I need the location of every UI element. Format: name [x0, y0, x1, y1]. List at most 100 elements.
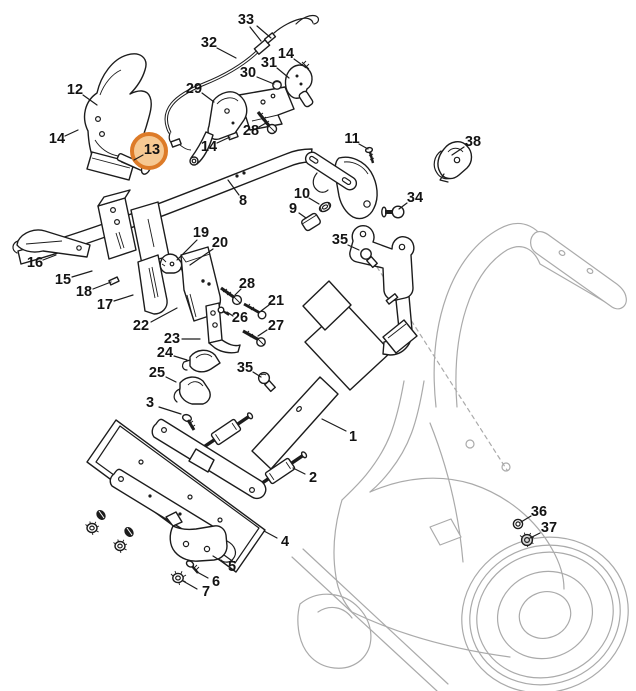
part-label-3[interactable]: 3	[146, 395, 182, 415]
highlight-circle	[130, 132, 168, 170]
part-number: 4	[281, 534, 289, 550]
part-label-27[interactable]: 27	[257, 318, 284, 337]
part-label-22[interactable]: 22	[133, 307, 178, 334]
part-label-25[interactable]: 25	[149, 365, 177, 383]
part-number: 37	[541, 520, 557, 536]
part-label-24[interactable]: 24	[157, 345, 188, 361]
part-label-14[interactable]: 14	[201, 136, 231, 155]
part-number: 28	[243, 123, 259, 139]
part-number: 26	[232, 310, 248, 326]
leader-line	[113, 294, 134, 302]
part-label-1[interactable]: 1	[321, 418, 357, 445]
leader-line	[451, 146, 465, 156]
part-28-bolt-lower	[220, 286, 243, 306]
part-label-36[interactable]: 36	[520, 504, 547, 523]
part-label-17[interactable]: 17	[97, 294, 134, 313]
leader-line	[212, 555, 225, 564]
part-label-35[interactable]: 35	[332, 232, 360, 251]
part-label-18[interactable]: 18	[76, 281, 112, 300]
leader-line	[182, 580, 198, 590]
part-label-37[interactable]: 37	[529, 520, 557, 539]
part-number: 3	[146, 395, 154, 411]
leader-line	[298, 212, 307, 219]
part-label-28[interactable]: 28	[243, 122, 267, 139]
leader-line	[358, 143, 369, 150]
part-label-34[interactable]: 34	[398, 190, 423, 210]
leader-line	[201, 92, 215, 103]
leader-line	[173, 355, 188, 361]
part-label-4[interactable]: 4	[263, 530, 289, 550]
ghost-body-right	[369, 477, 565, 590]
part-number: 20	[212, 235, 228, 251]
part-number: 14	[278, 46, 294, 62]
leader-line	[158, 406, 182, 415]
part-number: 1	[349, 429, 357, 445]
part-number: 12	[67, 82, 83, 98]
part-label-16[interactable]: 16	[27, 254, 57, 271]
part-label-9[interactable]: 9	[289, 201, 307, 219]
part-label-12[interactable]: 12	[67, 82, 98, 106]
exploded-parts	[12, 14, 534, 586]
part-label-14[interactable]: 14	[278, 46, 306, 68]
part-3-screw	[181, 413, 196, 431]
leader-line	[260, 304, 270, 312]
ghost-bracket	[429, 518, 462, 546]
part-label-2[interactable]: 2	[292, 467, 317, 486]
part-label-10[interactable]: 10	[294, 186, 320, 205]
part-number: 7	[202, 584, 210, 600]
part-number: 2	[309, 470, 317, 486]
part-label-14[interactable]: 14	[49, 129, 79, 147]
part-37-nut	[519, 532, 534, 548]
leader-line	[189, 248, 214, 266]
leader-line	[263, 530, 278, 539]
part-label-20[interactable]: 20	[189, 235, 228, 266]
part-label-29[interactable]: 29	[186, 81, 215, 103]
part-label-19[interactable]: 19	[176, 225, 209, 261]
leader-line	[227, 179, 240, 196]
part-number: 9	[289, 201, 297, 217]
part-label-8[interactable]: 8	[227, 179, 247, 209]
ghost-body-left	[333, 499, 353, 613]
part-14-spring	[301, 60, 310, 70]
part-label-7[interactable]: 7	[182, 580, 210, 600]
part-number: 32	[201, 35, 217, 51]
leader-line	[256, 25, 272, 39]
part-number: 24	[157, 345, 173, 361]
part-label-35[interactable]: 35	[237, 360, 262, 378]
part-number: 29	[186, 81, 202, 97]
part-1-mounting-frame	[251, 225, 418, 470]
leader-line	[398, 202, 408, 210]
part-label-11[interactable]: 11	[344, 131, 369, 150]
part-label-13-highlighted[interactable]: 13	[130, 132, 168, 170]
part-label-38[interactable]: 38	[451, 134, 481, 156]
part-7-nut	[170, 570, 187, 586]
machine-outline-ghost	[291, 222, 629, 691]
part-label-21[interactable]: 21	[260, 293, 284, 312]
part-29-bracket	[189, 86, 295, 166]
leader-line	[292, 467, 306, 475]
part-label-6[interactable]: 6	[196, 571, 220, 590]
part-21-screw	[243, 302, 267, 320]
part-number: 18	[76, 284, 92, 300]
part-label-33[interactable]: 33	[238, 12, 272, 42]
part-25-clip	[173, 376, 211, 405]
part-label-15[interactable]: 15	[55, 270, 93, 288]
part-38-clamp	[433, 141, 473, 183]
part-10-washer	[318, 201, 332, 213]
part-2-mount-a	[201, 412, 254, 450]
part-label-23[interactable]: 23	[164, 331, 201, 347]
leader-line	[165, 376, 177, 383]
ghost-handle-inner	[455, 246, 613, 408]
part-label-30[interactable]: 30	[240, 65, 275, 85]
part-label-28[interactable]: 28	[234, 276, 255, 296]
part-number: 38	[465, 134, 481, 150]
part-number: 27	[268, 318, 284, 334]
part-label-32[interactable]: 32	[201, 35, 237, 59]
part-36-washer	[512, 518, 524, 530]
leader-line	[308, 197, 320, 205]
part-label-26[interactable]: 26	[226, 310, 248, 326]
part-label-5[interactable]: 5	[212, 555, 236, 575]
part-number: 36	[531, 504, 547, 520]
part-label-31[interactable]: 31	[261, 55, 290, 79]
